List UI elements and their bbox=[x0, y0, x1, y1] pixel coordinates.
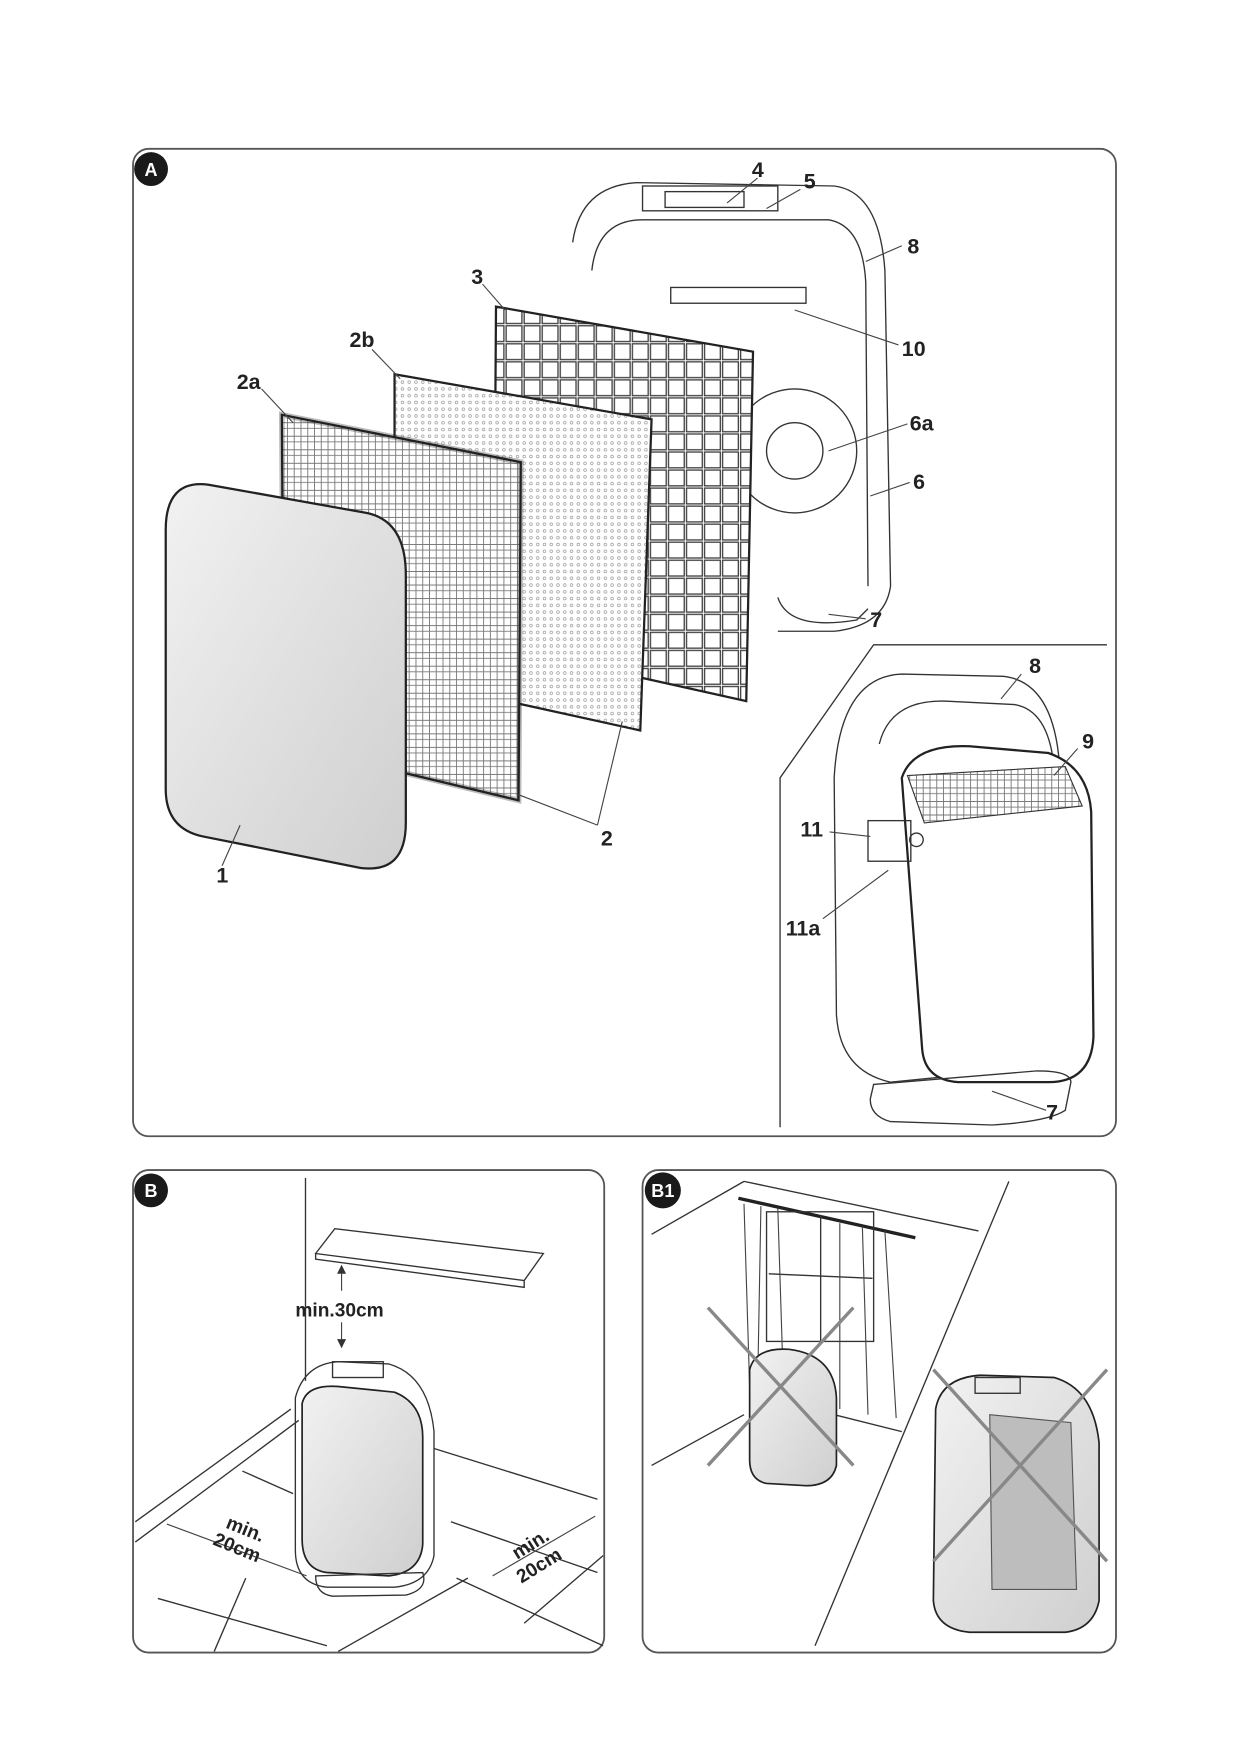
panel-a-badge-label: A bbox=[145, 160, 158, 180]
panel-b1: B1 bbox=[641, 1169, 1117, 1654]
prohibited-cross-icon bbox=[706, 1306, 855, 1467]
panel-a-frame bbox=[132, 147, 1117, 1138]
room-lines bbox=[651, 1180, 1010, 1647]
purifier-housing bbox=[571, 181, 892, 632]
clearance-top-label: min.30cm bbox=[295, 1301, 383, 1322]
window-with-curtain bbox=[737, 1196, 916, 1419]
label-2: 2 bbox=[601, 826, 613, 850]
inset-assembled-purifier: 8 9 11 11a 7 bbox=[779, 644, 1107, 1128]
label-5: 5 bbox=[804, 169, 816, 193]
inset-label-11: 11 bbox=[800, 817, 823, 841]
inset-label-11a: 11a bbox=[786, 917, 822, 941]
purifier-near-curtain bbox=[706, 1306, 855, 1487]
purifier-b bbox=[294, 1361, 435, 1597]
label-2a: 2a bbox=[237, 370, 262, 394]
panel-b: B min.30cm min. 20cm bbox=[132, 1169, 606, 1654]
inset-label-8: 8 bbox=[1029, 654, 1041, 678]
air-outlet-grille bbox=[906, 765, 1083, 824]
floor-lines bbox=[134, 1408, 604, 1653]
label-8: 8 bbox=[907, 235, 919, 259]
panel-b1-badge bbox=[644, 1172, 681, 1209]
label-3: 3 bbox=[471, 265, 483, 289]
panel-a: A bbox=[132, 147, 1117, 1138]
label-1: 1 bbox=[216, 864, 228, 888]
panel-b-frame bbox=[132, 1169, 606, 1654]
panel-b1-badge-label: B1 bbox=[651, 1181, 674, 1201]
sensor-slot bbox=[670, 286, 807, 304]
control-panel bbox=[664, 190, 745, 209]
label-6: 6 bbox=[913, 470, 925, 494]
panel-b1-frame bbox=[641, 1169, 1117, 1654]
label-2b: 2b bbox=[349, 328, 374, 352]
panel-b-badge-label: B bbox=[145, 1181, 158, 1201]
type-plate bbox=[867, 819, 912, 862]
label-10: 10 bbox=[902, 337, 926, 361]
label-6a: 6a bbox=[910, 412, 935, 436]
label-4: 4 bbox=[752, 158, 764, 182]
prohibited-cross-icon-2 bbox=[932, 1368, 1109, 1563]
inset-label-9: 9 bbox=[1082, 729, 1094, 753]
front-panel bbox=[164, 483, 407, 870]
inset-label-7: 7 bbox=[1046, 1100, 1058, 1124]
purifier-covered bbox=[932, 1368, 1109, 1634]
label-7: 7 bbox=[870, 608, 882, 632]
shelf bbox=[314, 1227, 545, 1289]
leader-lines bbox=[221, 177, 910, 866]
panel-b-badge bbox=[134, 1173, 168, 1208]
panel-a-badge bbox=[134, 152, 168, 186]
